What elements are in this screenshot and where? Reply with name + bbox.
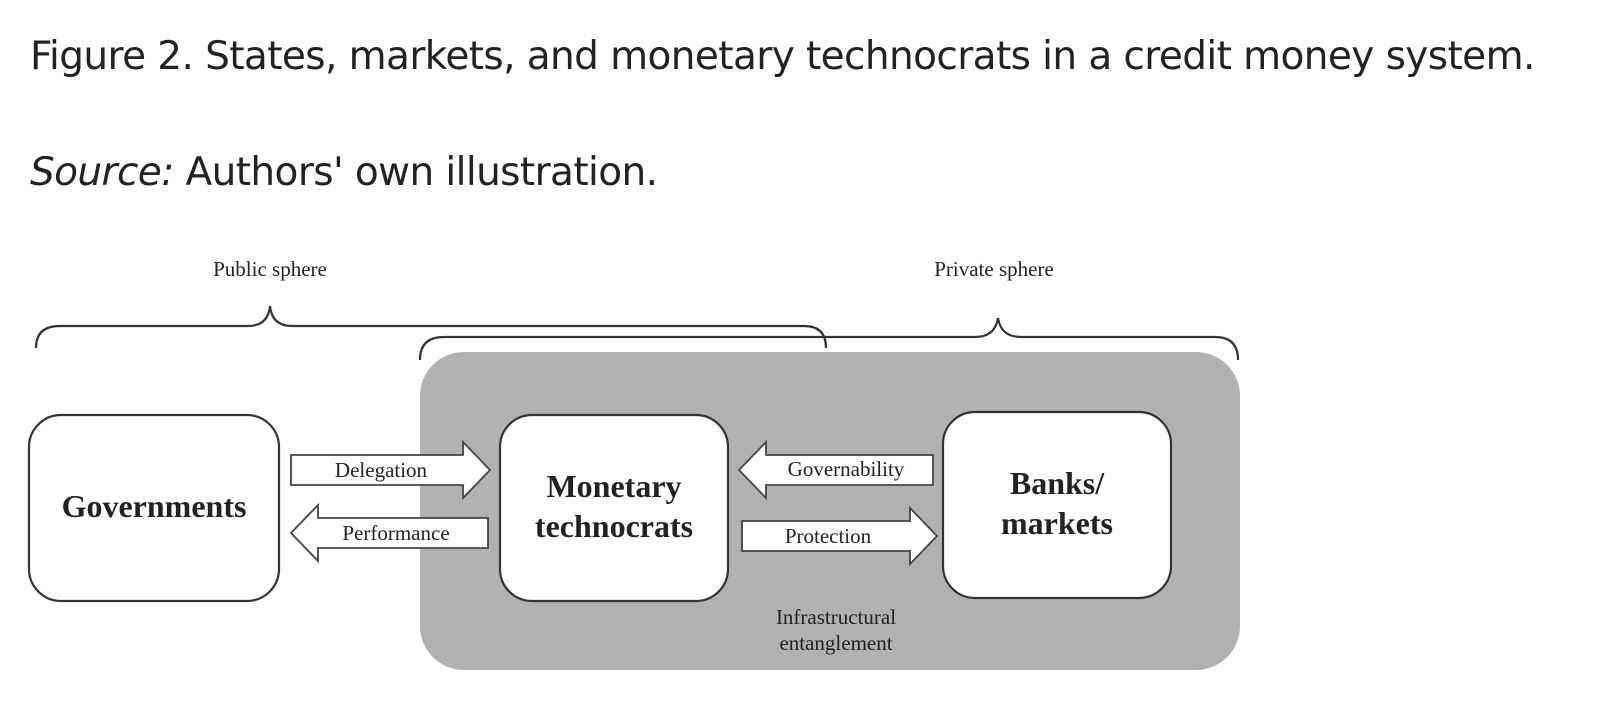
public-sphere-label: Public sphere [213, 257, 327, 281]
public-sphere-brace [34, 305, 828, 349]
governments-label: Governments [62, 488, 247, 524]
entanglement-label-line2: entanglement [779, 631, 892, 655]
banks-box [941, 410, 1173, 600]
performance-label: Performance [342, 521, 449, 545]
private-sphere-label: Private sphere [934, 257, 1054, 281]
technocrats-label-line1: Monetary [546, 468, 681, 504]
technocrats-box [498, 413, 730, 603]
banks-label-line2: markets [1001, 505, 1113, 541]
performance-arrow [289, 502, 489, 564]
governments-box [27, 413, 281, 603]
source-text: Authors' own illustration. [173, 150, 658, 195]
technocrats-label-line2: technocrats [535, 508, 693, 544]
figure-source: Source: Authors' own illustration. [30, 150, 658, 195]
delegation-label: Delegation [335, 458, 428, 482]
protection-arrow [741, 505, 939, 567]
banks-label-line1: Banks/ [1010, 465, 1105, 501]
private-sphere-brace [418, 317, 1240, 361]
delegation-arrow [290, 439, 492, 501]
figure-title: Figure 2. States, markets, and monetary … [30, 34, 1535, 79]
governability-label: Governability [788, 457, 905, 481]
source-label: Source: [30, 150, 174, 195]
governability-arrow [737, 439, 934, 501]
protection-label: Protection [785, 524, 872, 548]
entanglement-label-line1: Infrastructural [776, 605, 896, 629]
